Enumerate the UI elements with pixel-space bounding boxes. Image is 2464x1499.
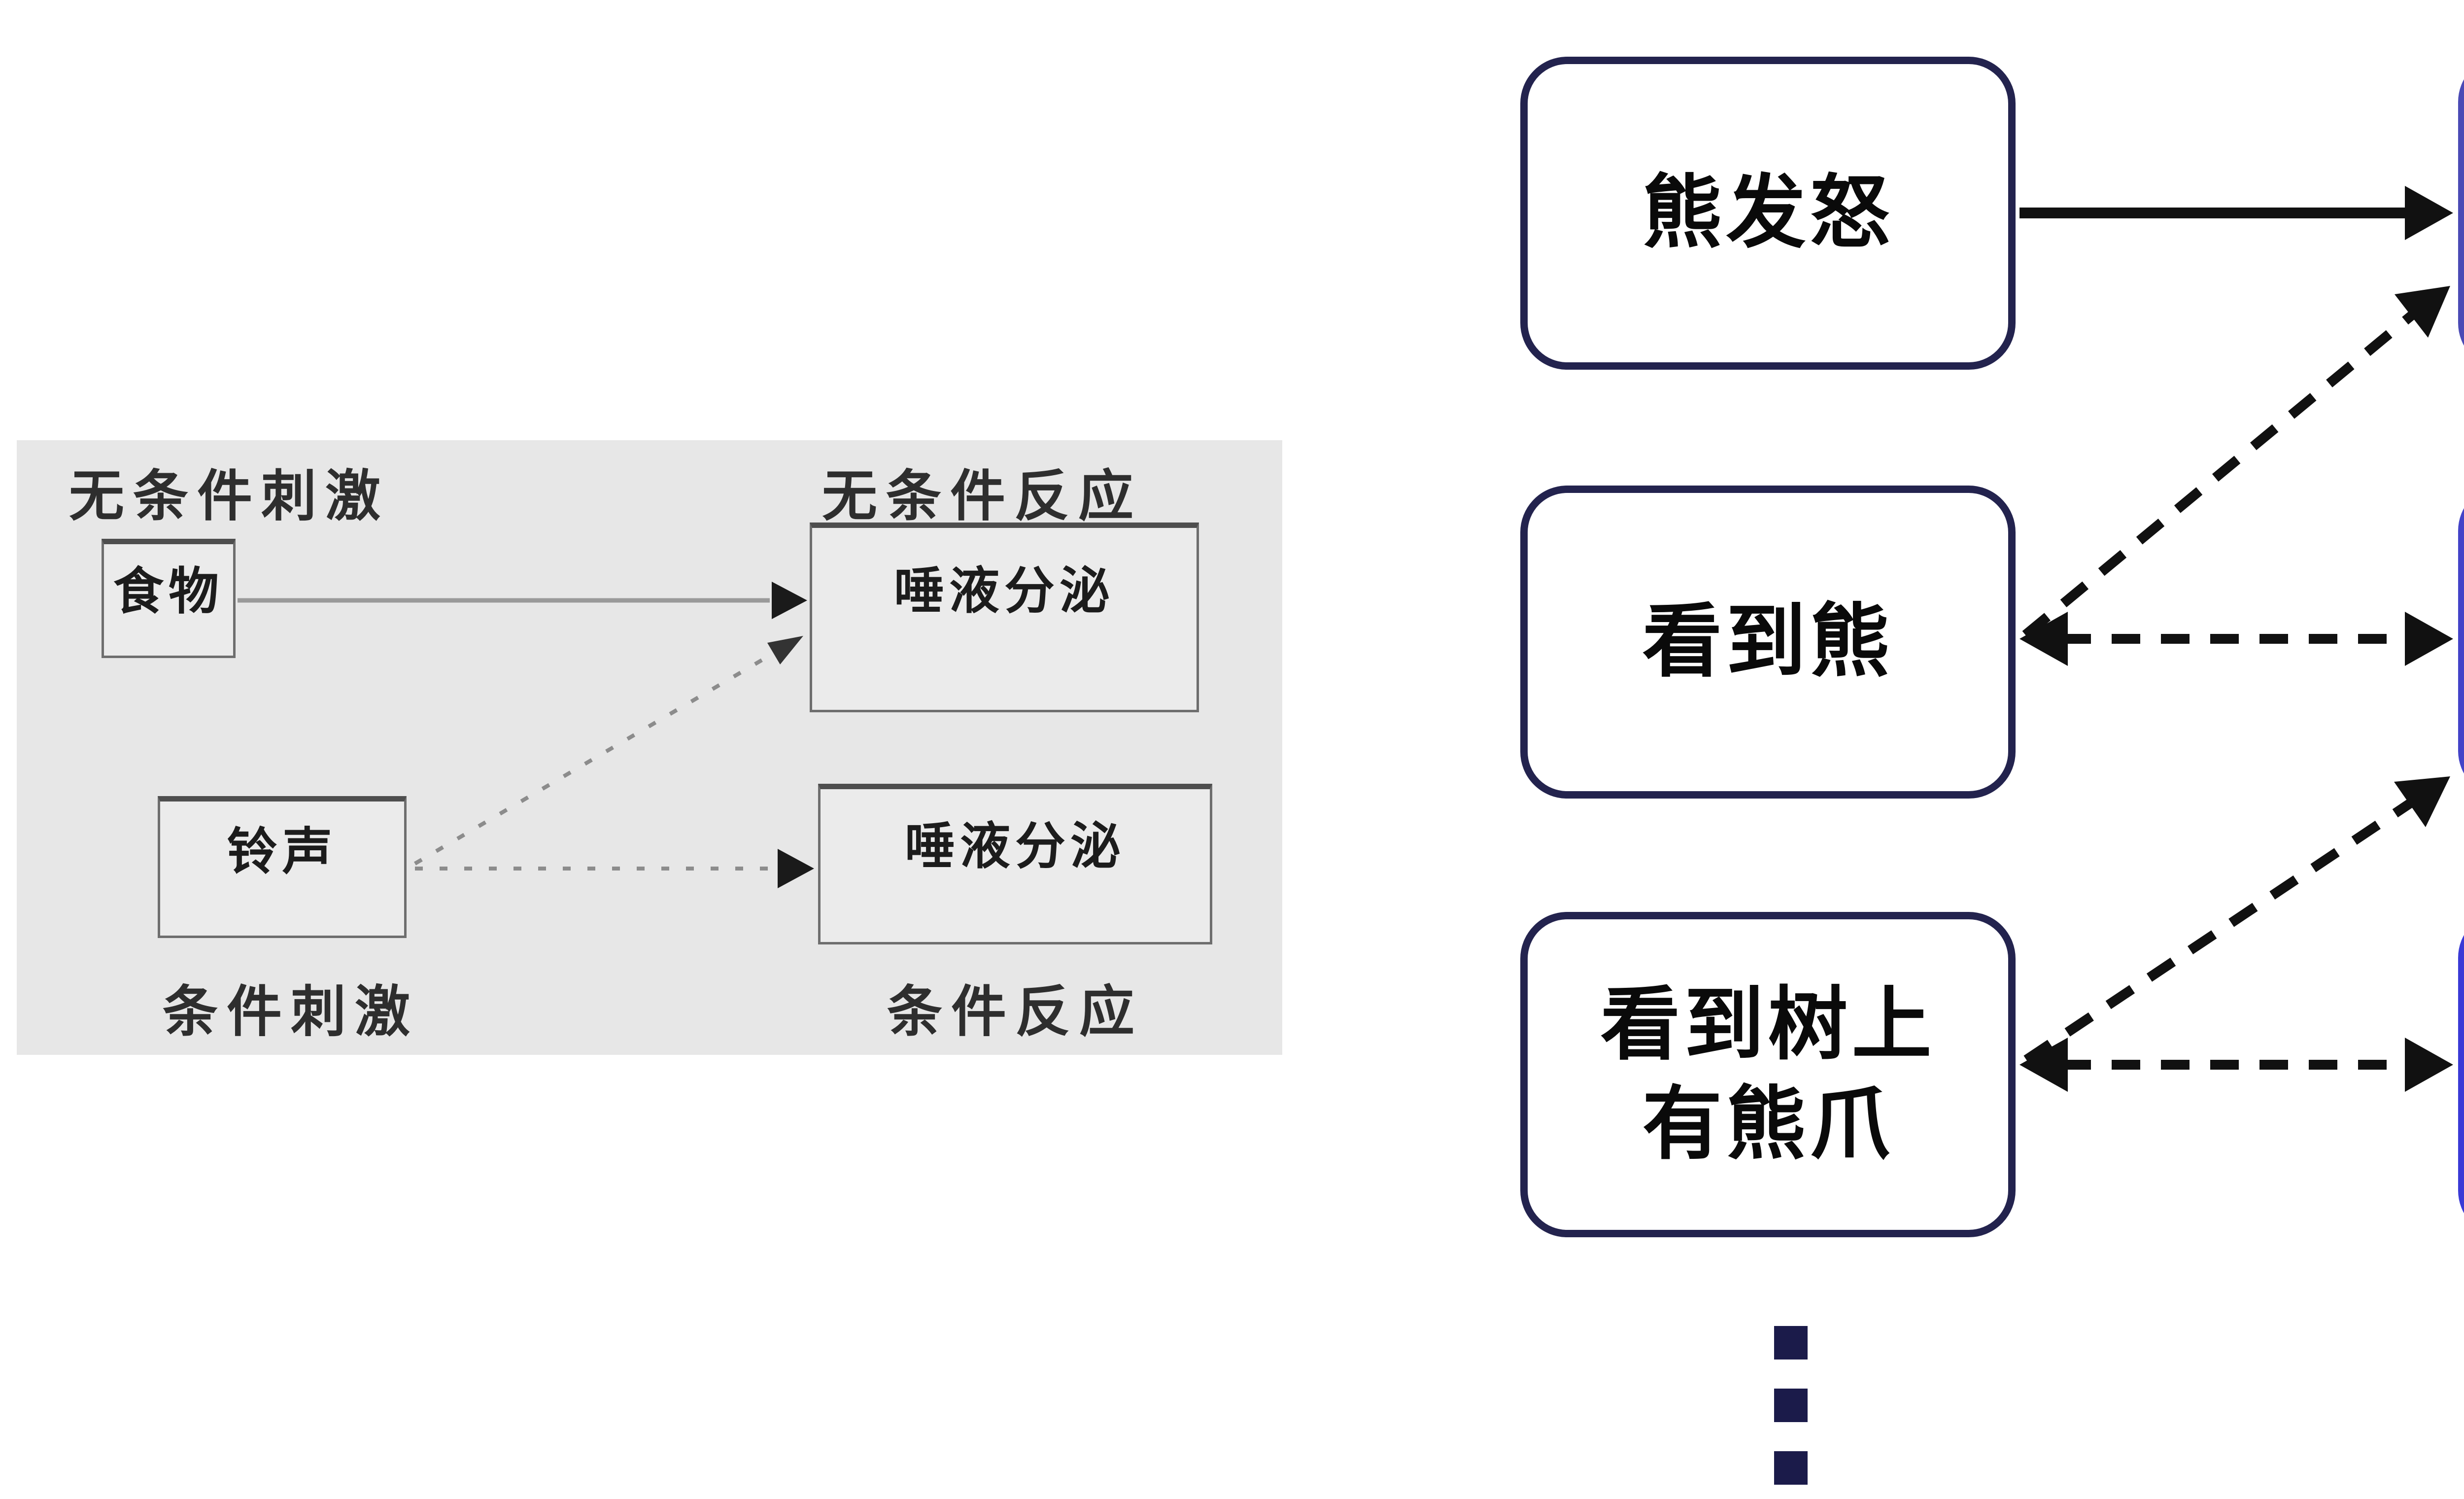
box-bell-label: 铃声 [227, 823, 338, 881]
node-see-bear-claw-label-line1: 看到树上 [1600, 978, 1936, 1071]
label-conditioned-stimulus: 条件刺激 [163, 980, 419, 1044]
node-reward: 奖励 [2458, 55, 2464, 370]
ellipsis-left-square-1 [1774, 1326, 1808, 1360]
arrow-bell-to-salivation-top-head [767, 636, 803, 664]
ellipsis-left-square-2 [1774, 1389, 1808, 1422]
node-value-current-state: V(s) [2458, 911, 2464, 1237]
node-see-bear-claw: 看到树上 有熊爪 [1520, 912, 2016, 1237]
box-salivation-unconditioned-label: 唾液分泌 [894, 562, 1115, 621]
node-see-bear-label: 看到熊 [1642, 595, 1894, 689]
arrow-seebear-vnext-head-left [2019, 612, 2068, 666]
arrow-seeclaw-vcurrent-head-right [2405, 1038, 2453, 1092]
label-unconditioned-response: 无条件反应 [822, 464, 1142, 528]
arrow-seeclaw-to-vnext-line [2023, 795, 2419, 1064]
box-bell: 铃声 [158, 796, 407, 938]
label-conditioned-response: 条件反应 [887, 980, 1143, 1044]
arrow-bear-to-reward-head [2405, 186, 2453, 240]
box-food: 食物 [102, 539, 236, 658]
arrow-seebear-vnext-head-right [2405, 612, 2453, 666]
arrow-seebear-to-reward-head [2395, 286, 2450, 338]
arrow-seeclaw-vcurrent-head-left [2019, 1038, 2068, 1092]
node-value-next-state: V(s′) [2458, 484, 2464, 798]
box-salivation-unconditioned: 唾液分泌 [810, 523, 1199, 712]
ellipsis-left-square-3 [1774, 1451, 1808, 1485]
box-salivation-conditioned-label: 唾液分泌 [905, 817, 1126, 876]
arrow-bell-to-salivation-bottom-head [778, 849, 814, 888]
node-see-bear-claw-label-line2: 有熊爪 [1642, 1078, 1894, 1171]
arrow-seebear-to-reward-line [2022, 306, 2422, 639]
node-bear-angry-label: 熊发怒 [1642, 167, 1894, 260]
arrow-bell-to-salivation-top-line [413, 653, 773, 866]
arrow-food-to-salivation-head [772, 582, 807, 619]
box-food-label: 食物 [113, 562, 224, 621]
arrow-seeclaw-to-vnext-head [2394, 776, 2450, 827]
node-bear-angry: 熊发怒 [1520, 57, 2016, 370]
box-salivation-conditioned: 唾液分泌 [818, 784, 1212, 944]
label-unconditioned-stimulus: 无条件刺激 [69, 464, 389, 528]
node-see-bear: 看到熊 [1520, 486, 2016, 799]
